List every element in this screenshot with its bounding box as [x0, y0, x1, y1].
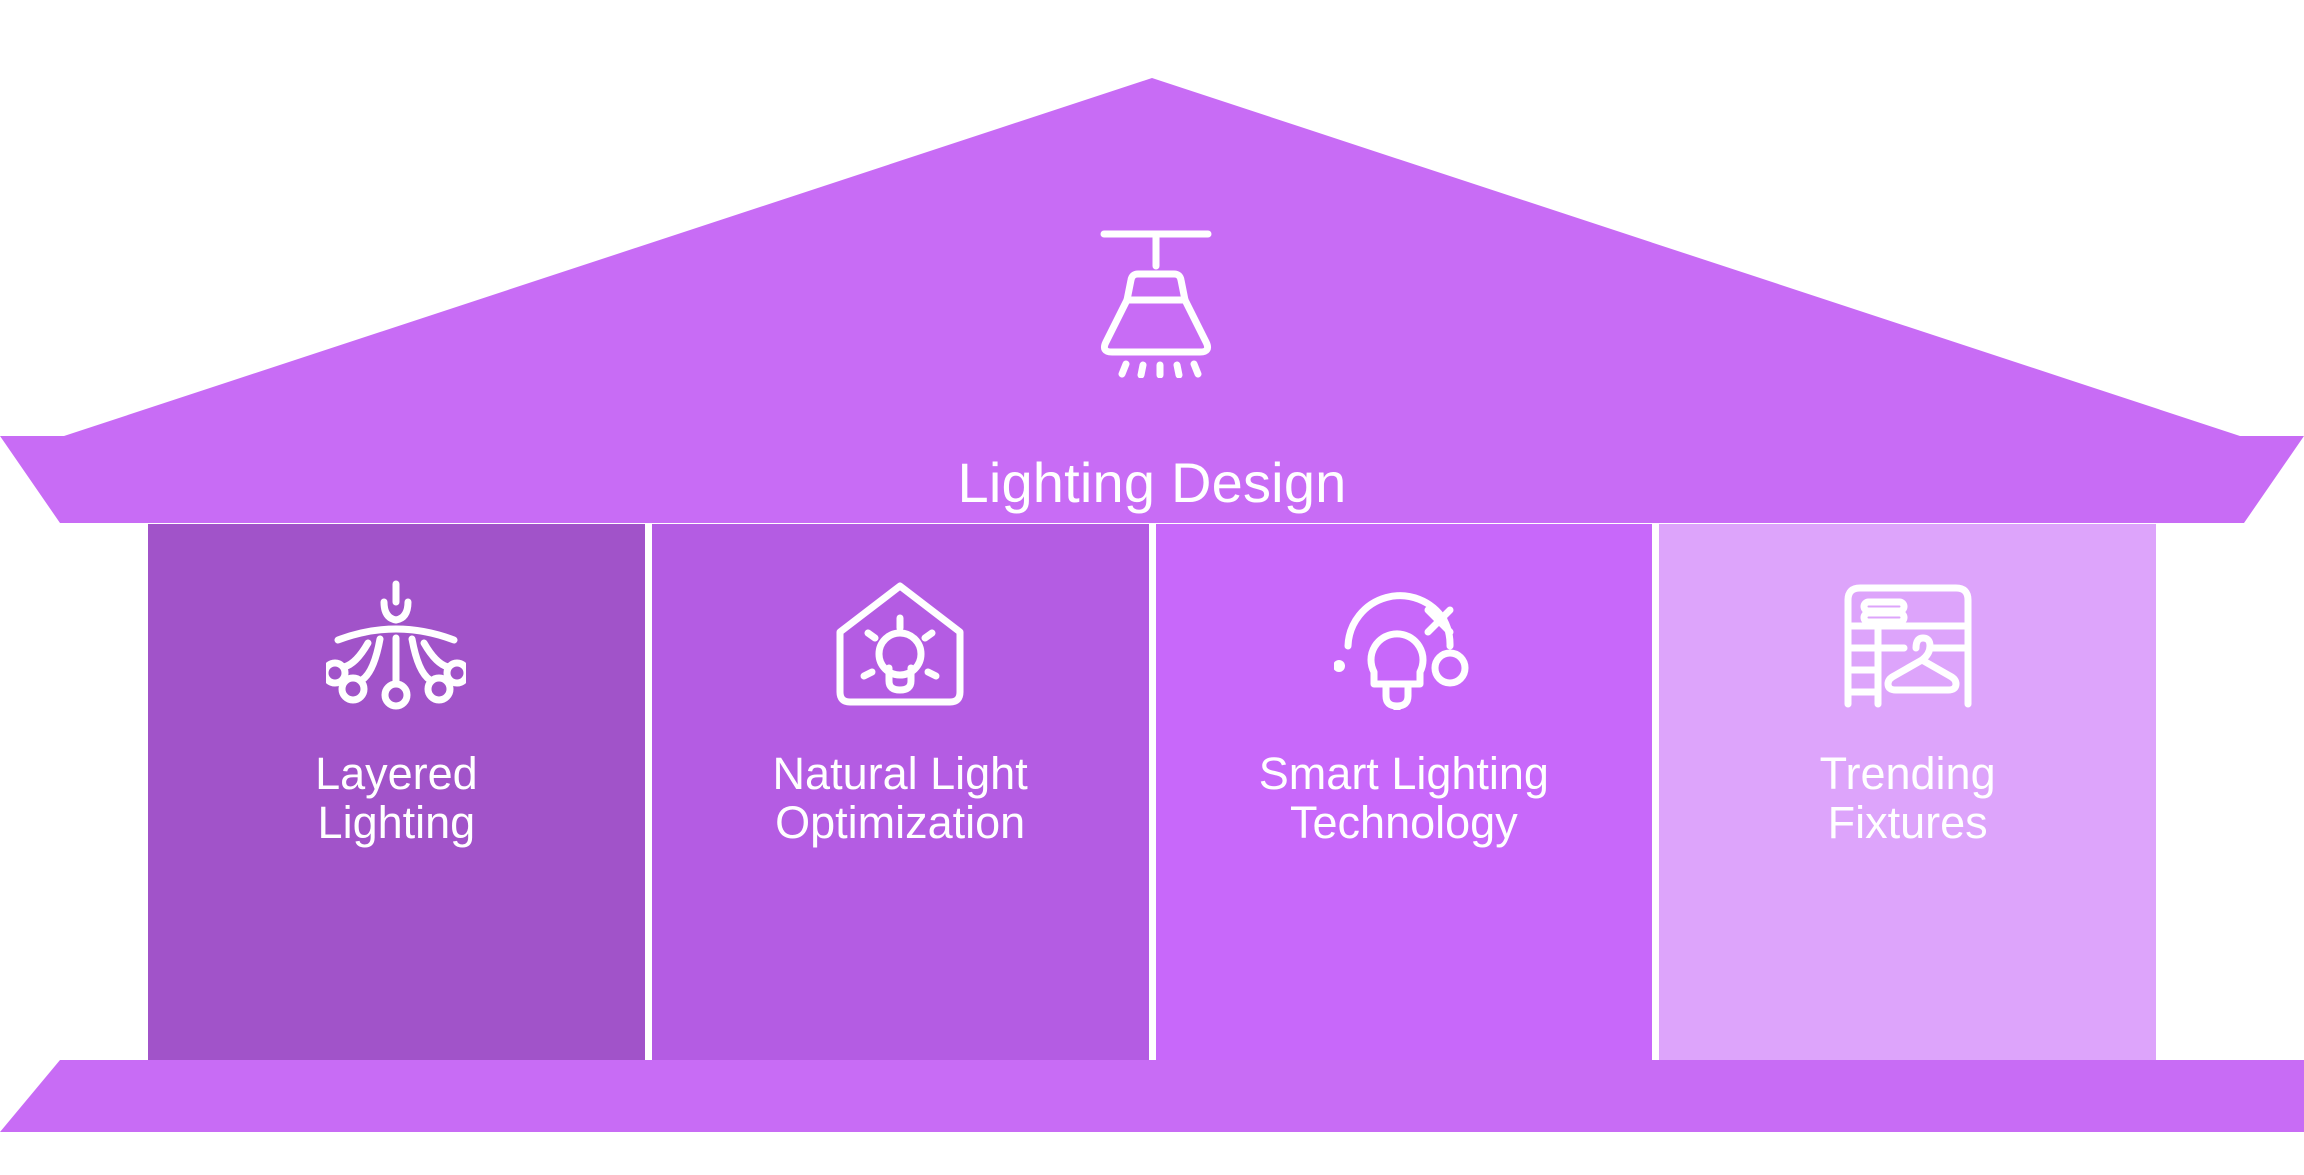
pillar-layered-lighting[interactable]: Layered Lighting [148, 524, 645, 1060]
base-shape [0, 1060, 2304, 1132]
pillar-label-line2: Optimization [775, 796, 1026, 848]
pillar-label-smart-lighting-technology: Smart Lighting Technology [1175, 748, 1632, 848]
page-title: Lighting Design [957, 451, 1347, 514]
pillar-label-line1: Layered [315, 748, 478, 799]
pillar-smart-lighting-technology[interactable]: Smart Lighting Technology [1155, 524, 1653, 1060]
pillar-label-line2: Lighting [317, 796, 476, 848]
pillar-label-line1: Smart Lighting [1258, 748, 1549, 799]
pillar-label-line2: Fixtures [1827, 796, 1988, 848]
pillar-natural-light-optimization[interactable]: Natural Light Optimization [651, 524, 1149, 1060]
house-lightbulb-icon [830, 580, 970, 710]
pillar-label-line2: Technology [1290, 796, 1518, 848]
pillar-label-layered-lighting: Layered Lighting [168, 748, 625, 848]
pillar-label-line1: Trending [1819, 748, 1996, 799]
pillar-trending-fixtures[interactable]: Trending Fixtures [1659, 524, 2156, 1060]
pillar-label-line1: Natural Light [772, 748, 1028, 799]
smart-bulb-icon [1333, 580, 1474, 710]
pediment: Lighting Design [0, 78, 2304, 523]
pillar-label-natural-light-optimization: Natural Light Optimization [672, 748, 1129, 848]
base [0, 1060, 2304, 1132]
pillar-group: Layered Lighting Natural Light [148, 524, 2156, 1060]
pillar-label-trending-fixtures: Trending Fixtures [1679, 748, 2136, 848]
chandelier-icon [326, 580, 467, 710]
closet-organizer-icon [1838, 580, 1978, 710]
